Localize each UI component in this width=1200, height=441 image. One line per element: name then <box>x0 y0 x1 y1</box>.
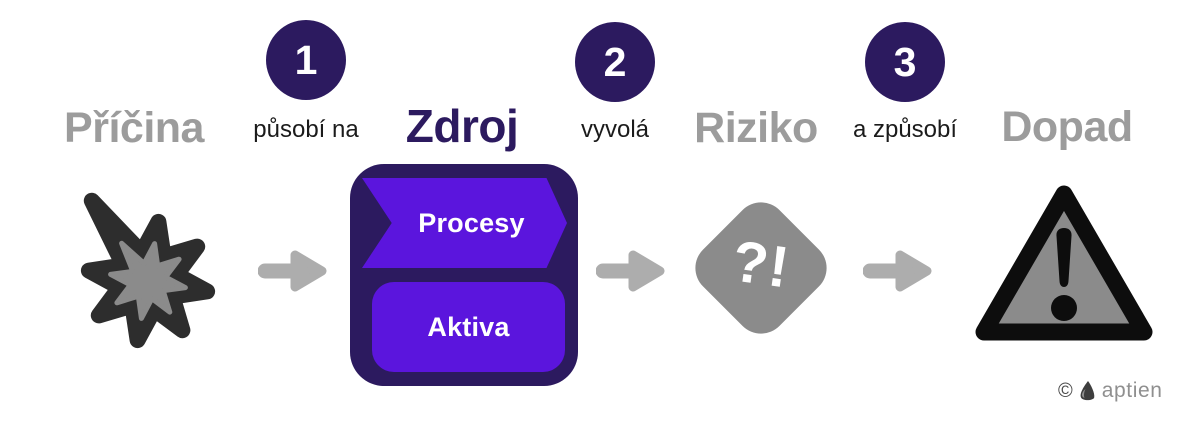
step-2-number: 2 <box>603 38 627 85</box>
warning-triangle-icon <box>975 185 1153 341</box>
source-title: Zdroj <box>405 100 519 152</box>
step-1-number: 1 <box>294 36 318 83</box>
step-1-badge: 1 <box>266 20 346 100</box>
assets-box: Aktiva <box>372 282 565 372</box>
connector-3-label: a způsobí <box>852 116 958 143</box>
arrow-right-icon <box>863 250 932 292</box>
brand-name: aptien <box>1101 379 1163 402</box>
step-3-badge: 3 <box>865 22 945 102</box>
brand-footer: © aptien <box>1058 378 1163 404</box>
risk-question-exclamation: ?! <box>728 227 794 301</box>
connector-1-label: působí na <box>253 116 359 143</box>
processes-label: Procesy <box>418 207 525 238</box>
arrow-right-icon <box>596 250 665 292</box>
explosion-star-icon <box>80 192 216 349</box>
arrow-right-icon <box>258 250 327 292</box>
connector-2-label: vyvolá <box>580 116 650 143</box>
impact-title: Dopad <box>1001 103 1133 151</box>
copyright-symbol: © <box>1058 379 1073 402</box>
aptien-logo-icon <box>1080 381 1095 401</box>
step-3-number: 3 <box>893 38 917 85</box>
step-2-badge: 2 <box>575 22 655 102</box>
risk-title: Riziko <box>694 104 818 152</box>
cause-title: Příčina <box>64 104 204 152</box>
source-box: Procesy Aktiva <box>350 164 578 386</box>
assets-label: Aktiva <box>427 311 510 342</box>
processes-banner: Procesy <box>362 178 567 268</box>
